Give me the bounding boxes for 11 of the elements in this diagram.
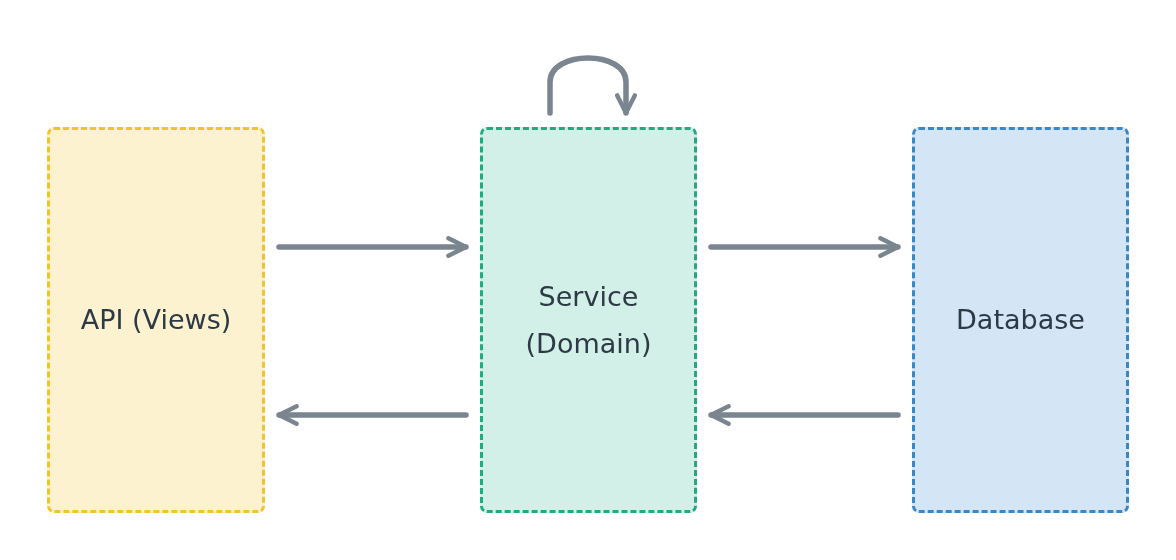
arrow	[708, 404, 901, 426]
dashed-box	[480, 127, 697, 513]
arrow	[276, 404, 469, 426]
dashed-box	[47, 127, 265, 513]
box-label: Database	[956, 303, 1085, 338]
dashed-box	[912, 127, 1129, 513]
arrow	[276, 236, 469, 258]
arrow	[547, 55, 637, 116]
arrow	[708, 236, 901, 258]
box-label: Service (Domain)	[524, 279, 653, 361]
box-label: API (Views)	[80, 303, 232, 338]
